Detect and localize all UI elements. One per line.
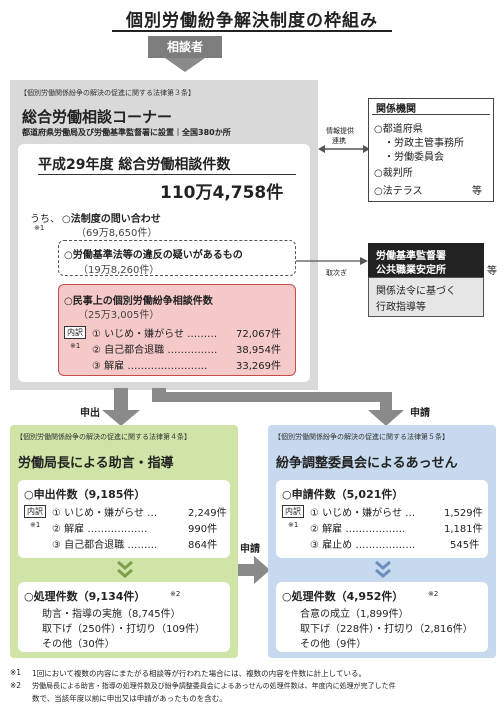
civil-item-value: 33,269件	[236, 361, 281, 372]
coordination-label: 連携	[332, 137, 346, 145]
civil-item-value: 38,954件	[236, 345, 281, 356]
breakdown-item-value: 2,249件	[188, 508, 227, 519]
application-count-box	[276, 480, 488, 558]
labor-violation-box	[58, 240, 296, 276]
flow-arrows-icon	[102, 388, 404, 426]
breakdown-item-value: 1,529件	[444, 508, 483, 519]
application-count: ○申請件数（5,021件）	[282, 488, 404, 501]
processed-count-box	[276, 582, 488, 652]
processed-line: 取下げ（228件）・打切り（2,816件）	[300, 624, 473, 635]
agency-name: 公共職業安定所	[376, 265, 446, 276]
footnote-text: 1回において複数の内容にまたがる相談等が行われた場合には、複数の内容を件数に計上…	[32, 669, 366, 678]
related-item: ・労政主管事務所	[384, 138, 464, 149]
apply-label: 申出	[80, 408, 100, 419]
breakdown-item-label: ③ 自己都合退職 ………	[52, 540, 158, 551]
year-title: 平成29年度 総合労働相談件数	[38, 157, 231, 173]
legal-inquiry-label: ○法制度の問い合わせ	[62, 214, 161, 225]
civil-dispute-count: （25万3,005件）	[78, 310, 160, 321]
civil-dispute-label: ○民事上の個別労働紛争相談件数	[64, 296, 213, 307]
uchi-label: うち、	[30, 214, 60, 225]
breakdown-item-label: ③ 雇止め ………………	[310, 540, 416, 551]
related-title-underline	[372, 114, 490, 115]
arrow-right-icon	[296, 257, 368, 265]
processed-line: 助言・指導の実施（8,745件）	[42, 609, 181, 620]
processed-count: ○処理件数（9,134件）	[24, 590, 146, 603]
footnote-mark: ※1	[10, 668, 22, 677]
processed-line: 合意の成立（1,899件）	[300, 609, 409, 620]
transfer-label: 取次ぎ	[326, 269, 347, 277]
year-title-underline	[38, 174, 296, 175]
request-label: 申請	[410, 408, 430, 419]
note-mark: ※1	[34, 224, 45, 232]
arrow-right-icon	[238, 556, 270, 584]
footnote-text: 数で、当該年度以前に申出又は申請があったものを含む。	[32, 694, 227, 703]
related-title: 関係機関	[376, 104, 416, 115]
processed-note: ※2	[428, 590, 439, 598]
breakdown-item-label: ② 解雇 ………………	[52, 524, 148, 535]
guidance-text: 行政指導等	[376, 302, 426, 313]
related-item: ○都道府県	[374, 124, 423, 135]
civil-item-label: ② 自己都合退職 ……………	[92, 345, 218, 356]
processed-count-box	[18, 582, 230, 652]
civil-item-label: ③ 解雇 ……………………	[92, 361, 208, 372]
chevron-down-icon	[375, 560, 391, 578]
law-tag: 【個別労働関係紛争の解決の促進に関する法律第３条】	[20, 89, 195, 97]
page-title: 個別労働紛争解決制度の枠組み	[126, 11, 378, 31]
guidance-text: 関係法令に基づく	[376, 286, 456, 297]
agency-etc: 等	[487, 266, 497, 277]
panel-title: 紛争調整委員会によるあっせん	[276, 456, 458, 471]
corner-subtitle: 都道府県労働局及び労働基準監督署に設置｜全国380か所	[22, 128, 231, 137]
breakdown-note: ※1	[288, 521, 299, 529]
labor-violation-label: ○労働基準法等の違反の疑いがあるもの	[64, 250, 243, 261]
breakdown-item-label: ① いじめ・嫌がらせ …	[52, 508, 158, 519]
breakdown-note: ※1	[30, 521, 41, 529]
title-underline	[112, 30, 392, 32]
footnote-text: 労働局長による助言・指導の処理件数及び紛争調整委員会によるあっせんの処理件数は、…	[32, 682, 396, 690]
processed-line: その他（30件）	[42, 639, 115, 650]
agency-name: 労働基準監督署	[376, 251, 446, 262]
breakdown-item-value: 545件	[450, 540, 480, 551]
law-tag: 【個別労働関係紛争の解決の促進に関する法律第４条】	[16, 433, 191, 441]
breakdown-badge: 内訳	[282, 505, 304, 518]
info-provision-label: 情報提供	[326, 127, 354, 135]
related-etc: 等	[472, 186, 482, 197]
labor-violation-count: （19万8,260件）	[78, 265, 160, 276]
arrow-down-icon	[165, 58, 205, 72]
two-way-arrow-icon	[318, 145, 370, 153]
processed-line: 取下げ（250件）・打切り（109件）	[42, 624, 206, 635]
related-item: ・労働委員会	[384, 152, 444, 163]
chevron-down-icon	[117, 560, 133, 578]
corner-title: 総合労働相談コーナー	[22, 108, 173, 126]
breakdown-badge: 内訳	[24, 505, 46, 518]
application-count-box	[18, 480, 230, 558]
legal-inquiry-count: （69万8,650件）	[76, 228, 158, 239]
panel-title: 労働局長による助言・指導	[18, 456, 174, 471]
breakdown-item-value: 1,181件	[444, 524, 483, 535]
breakdown-item-value: 864件	[188, 540, 218, 551]
processed-note: ※2	[170, 590, 181, 598]
civil-item-label: ① いじめ・嫌がらせ ………	[92, 329, 218, 340]
related-item: ○裁判所	[374, 168, 413, 179]
application-count: ○申出件数（9,185件）	[24, 488, 146, 501]
processed-count: ○処理件数（4,952件）	[282, 590, 404, 603]
civil-dispute-box	[58, 284, 296, 376]
breakdown-item-label: ② 解雇 ………………	[310, 524, 406, 535]
consultant-label: 相談者	[148, 36, 222, 58]
request-label-mid: 申請	[240, 544, 260, 555]
related-organizations-box	[368, 98, 494, 202]
breakdown-item-value: 990件	[188, 524, 218, 535]
agency-box	[368, 243, 484, 277]
guidance-box	[368, 277, 484, 317]
civil-item-value: 72,067件	[236, 329, 281, 340]
related-item: ○法テラス	[374, 186, 423, 197]
processed-line: その他（9件）	[300, 639, 367, 650]
total-count: 110万4,758件	[160, 183, 284, 203]
law-tag: 【個別労働関係紛争の解決の促進に関する法律第５条】	[274, 433, 449, 441]
footnote-mark: ※2	[10, 681, 22, 690]
breakdown-item-label: ① いじめ・嫌がらせ …	[310, 508, 416, 519]
breakdown-note: ※1	[70, 342, 81, 350]
breakdown-badge: 内訳	[64, 326, 86, 339]
